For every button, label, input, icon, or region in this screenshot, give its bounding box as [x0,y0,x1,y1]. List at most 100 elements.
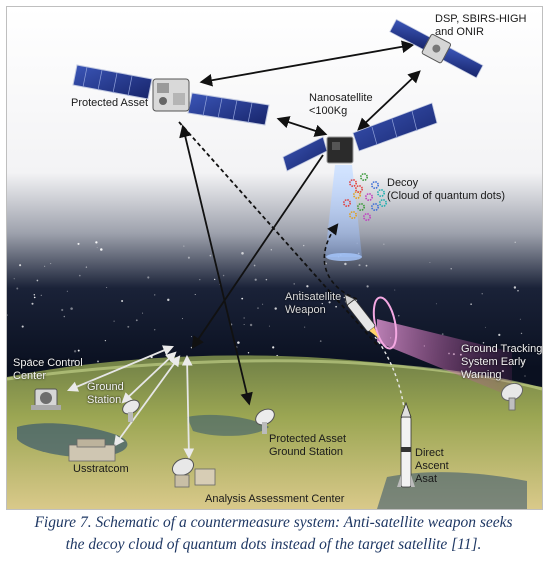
star [194,294,196,295]
link-asset-dsp [199,40,415,87]
label-usstratcom: Usstratcom [73,463,129,475]
figure-caption: Figure 7. Schematic of a countermeasure … [0,512,547,556]
star [199,278,201,281]
star [243,317,245,319]
star [268,325,270,327]
star [66,290,68,292]
star [293,283,295,285]
star [19,264,22,267]
quantum-dot-icon [342,199,351,208]
star [191,336,193,338]
quantum-dot-icon [352,191,361,200]
label-nanosatellite: Nanosatellite <100Kg [309,92,373,117]
star [303,244,305,247]
star [44,265,46,267]
star [13,278,15,280]
weapon-to-decoy-arrow [323,223,358,300]
label-dsp: DSP, SBIRS-HIGH and ONIR [435,13,527,38]
star [167,298,170,302]
quantum-dot-icon [376,189,385,198]
star [237,341,240,344]
star [33,296,36,299]
quantum-dot-icon [348,211,357,220]
quantum-dot-icon [354,185,363,194]
star [147,276,150,279]
star [21,325,24,328]
star [366,285,369,288]
direct-ascent-rocket-icon [397,401,415,488]
star [183,245,185,247]
quantum-dot-icon [362,213,371,222]
star [16,287,19,290]
star [28,358,32,362]
star [519,318,521,320]
star [40,294,42,296]
label-antisatellite: Antisatellite Weapon [285,291,342,316]
label-space-control: Space Control Center [13,357,83,382]
star [321,302,323,305]
star [272,346,275,349]
star [97,360,99,363]
star [222,274,225,277]
star [365,264,368,267]
link-asset-nanosat [276,116,328,137]
link-nanosat-dsp [357,70,421,131]
label-analysis: Analysis Assessment Center [205,493,345,505]
star [513,286,517,289]
caption-line-2: the decoy cloud of quantum dots instead … [65,536,482,553]
star [154,329,156,331]
star [265,278,268,281]
star [241,297,244,300]
tracking-radar-dish-icon [500,382,524,411]
star [398,315,400,317]
quantum-dot-icon [370,203,379,212]
label-ground-tracking: Ground Tracking System Early Warning [461,343,543,381]
space-control-center-icon [31,388,61,410]
star [520,332,523,335]
star [243,323,245,325]
star [274,307,277,310]
analysis-center-icon [171,457,216,488]
star [289,304,291,306]
label-protected-asset-ground: Protected Asset Ground Station [269,433,347,458]
star [36,279,39,282]
star [429,261,431,264]
protected-asset-satellite-icon [72,64,270,126]
label-decoy: Decoy (Cloud of quantum dots) [387,177,506,202]
star [335,305,337,308]
star [96,247,98,249]
star [154,294,156,296]
link-arrows [67,40,421,460]
star [319,340,322,342]
star [524,375,526,377]
star [328,301,331,304]
star [481,293,483,295]
star [73,350,77,353]
star [61,308,64,312]
star [358,264,361,267]
tracking-beam [377,319,512,397]
star [127,325,130,328]
star [522,360,526,364]
star [441,333,444,335]
star [383,243,385,245]
diagram-frame: Protected Asset DSP, SBIRS-HIGH and ONIR… [6,6,543,510]
star [95,241,98,244]
dsp-satellite-icon [389,18,484,79]
star [214,278,216,281]
star [394,289,396,291]
star [304,326,306,328]
nanosatellite-icon [282,102,438,172]
star [77,349,80,352]
star [100,248,103,251]
label-direct-ascent: Direct Ascent Asat [415,447,449,485]
star [142,312,144,314]
star [135,319,138,322]
star [85,266,88,268]
ground-station-dish-icon [122,399,140,422]
antisatellite-missile-icon [344,293,380,339]
star [113,320,115,322]
star [517,289,519,292]
star [78,274,81,277]
star [7,314,8,316]
